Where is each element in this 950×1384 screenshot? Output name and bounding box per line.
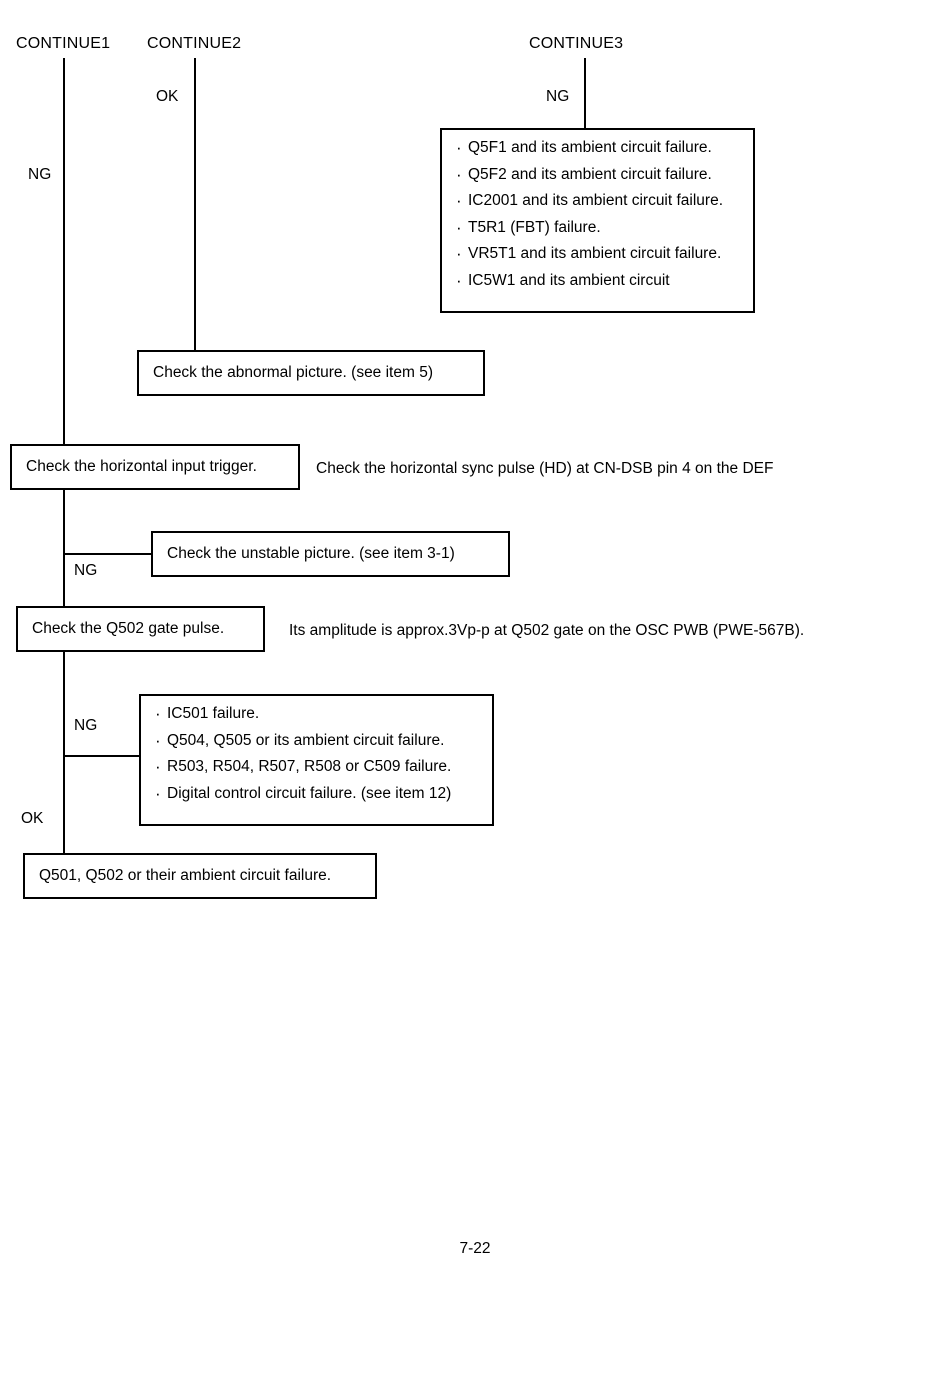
branch-line-bottom-fault-list [63, 755, 139, 757]
list-item: Q5F2 and its ambient circuit failure. [456, 166, 739, 182]
box-horizontal-input-trigger-label: Check the horizontal input trigger. [26, 457, 257, 475]
list-item: IC5W1 and its ambient circuit [456, 272, 739, 288]
box-q502-gate-pulse-label: Check the Q502 gate pulse. [32, 619, 225, 637]
branch-label-gate-ng: NG [74, 717, 98, 734]
branch-line-unstable-picture [63, 553, 151, 555]
trunk-line-gate-to-final [63, 652, 65, 853]
list-item: IC501 failure. [155, 705, 478, 721]
branch-label-gate-ok: OK [21, 810, 44, 827]
list-item: IC2001 and its ambient circuit failure. [456, 192, 739, 208]
trunk-line-trigger-to-gate [63, 490, 65, 606]
fault-list-bottom: IC501 failure. Q504, Q505 or its ambient… [139, 694, 494, 826]
box-q502-gate-pulse: Check the Q502 gate pulse. [16, 606, 265, 652]
list-item: Q504, Q505 or its ambient circuit failur… [155, 732, 478, 748]
box-horizontal-input-trigger: Check the horizontal input trigger. [10, 444, 300, 490]
branch-label-continue2-ok: OK [156, 88, 179, 105]
box-unstable-picture: Check the unstable picture. (see item 3-… [151, 531, 510, 577]
box-unstable-picture-label: Check the unstable picture. (see item 3-… [167, 544, 455, 562]
continue1-trunk-line [63, 58, 65, 444]
branch-label-continue3-ng: NG [546, 88, 570, 105]
continue2-trunk-line [194, 58, 196, 350]
continue3-trunk-line [584, 58, 586, 128]
branch-label-trigger-ng: NG [74, 562, 98, 579]
header-continue3: CONTINUE3 [529, 35, 624, 52]
branch-label-continue1-ng: NG [28, 166, 52, 183]
list-item: Digital control circuit failure. (see it… [155, 785, 478, 801]
header-continue1: CONTINUE1 [16, 35, 111, 52]
box-abnormal-picture: Check the abnormal picture. (see item 5) [137, 350, 485, 396]
box-abnormal-picture-label: Check the abnormal picture. (see item 5) [153, 363, 433, 381]
list-item: Q5F1 and its ambient circuit failure. [456, 139, 739, 155]
box-final-failure: Q501, Q502 or their ambient circuit fail… [23, 853, 377, 899]
list-item: R503, R504, R507, R508 or C509 failure. [155, 758, 478, 774]
box-final-failure-label: Q501, Q502 or their ambient circuit fail… [39, 866, 332, 884]
header-continue2: CONTINUE2 [147, 35, 242, 52]
fault-list-top: Q5F1 and its ambient circuit failure. Q5… [440, 128, 755, 313]
note-horizontal-sync: Check the horizontal sync pulse (HD) at … [316, 460, 774, 477]
note-amplitude: Its amplitude is approx.3Vp-p at Q502 ga… [289, 622, 805, 639]
list-item: VR5T1 and its ambient circuit failure. [456, 245, 739, 261]
list-item: T5R1 (FBT) failure. [456, 219, 739, 235]
page-number: 7-22 [459, 1240, 491, 1257]
